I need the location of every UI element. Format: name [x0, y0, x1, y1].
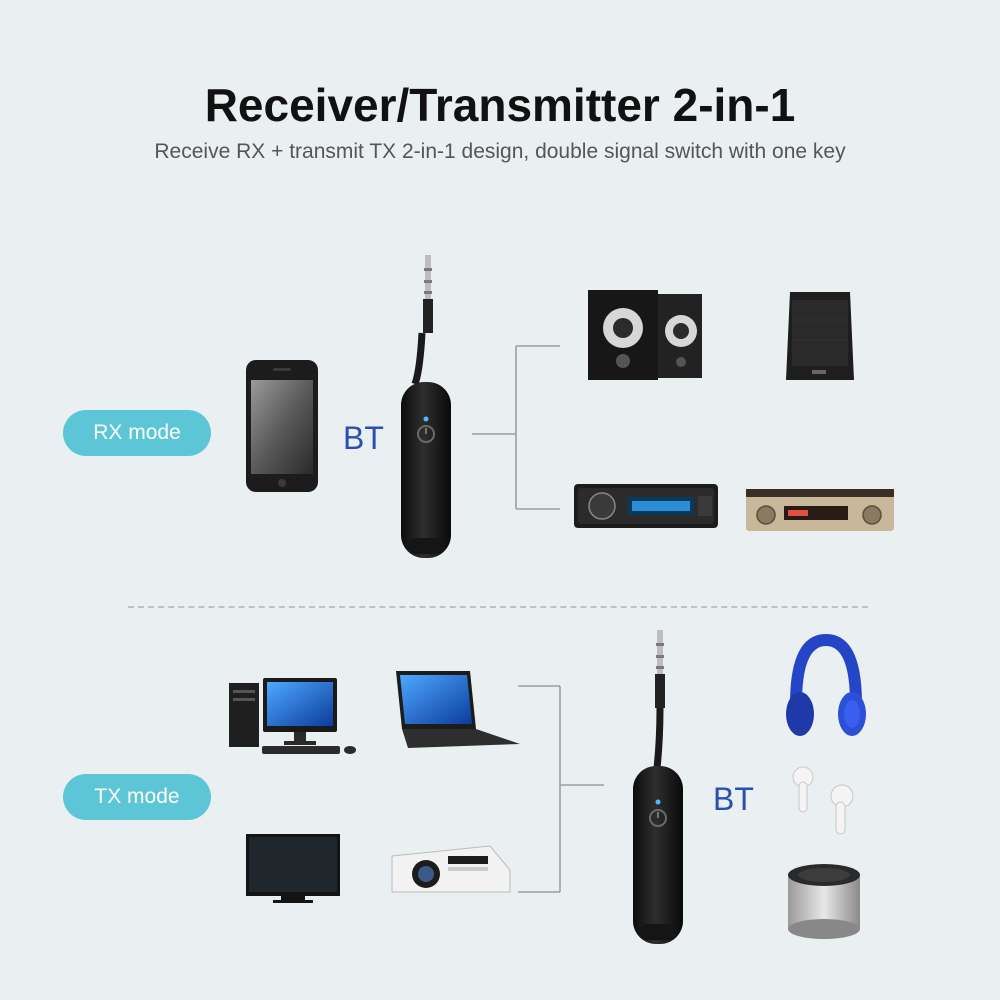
- bookshelf-speakers-icon: [588, 290, 702, 380]
- headphones-icon: [786, 633, 866, 736]
- tv-icon: [246, 834, 340, 903]
- pa-speaker-icon: [786, 292, 854, 380]
- bluetooth-speaker-icon: [788, 864, 860, 939]
- tx-mode-badge: TX mode: [63, 774, 211, 820]
- laptop-icon: [396, 671, 520, 748]
- projector-icon: [391, 845, 511, 893]
- tx-bt-label: BT: [713, 781, 754, 817]
- car-stereo-icon: [574, 484, 718, 528]
- rx-bt-device: [401, 255, 451, 558]
- rx-connector-lines: [472, 345, 560, 510]
- rx-mode-badge: RX mode: [63, 410, 211, 456]
- earbuds-icon: [792, 766, 854, 835]
- smartphone-icon: [246, 360, 318, 492]
- tx-connector-lines: [518, 685, 604, 893]
- desktop-computer-icon: [229, 678, 356, 754]
- amplifier-icon: [746, 489, 894, 531]
- page-subtitle: Receive RX + transmit TX 2-in-1 design, …: [154, 140, 846, 163]
- page-title: Receiver/Transmitter 2-in-1: [204, 79, 796, 131]
- tx-bt-device: [633, 630, 683, 944]
- rx-bt-label: BT: [343, 420, 384, 456]
- section-divider: [128, 606, 868, 608]
